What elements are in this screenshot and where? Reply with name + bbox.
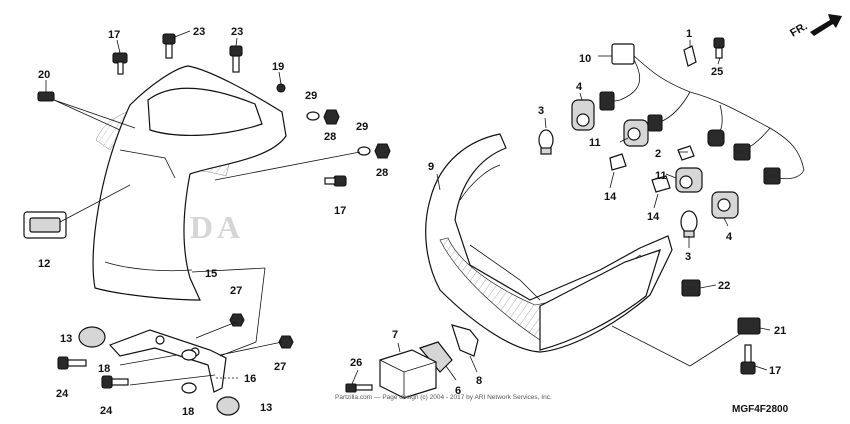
headlight-bulb-cover[interactable]	[451, 324, 479, 357]
screw-26	[345, 383, 373, 393]
collar-18a	[181, 349, 197, 361]
callout-2[interactable]: 2	[655, 148, 661, 160]
washer-29a	[306, 111, 320, 121]
callout-1[interactable]: 1	[686, 28, 692, 40]
bolt-23-left	[162, 33, 176, 59]
bulb-2[interactable]	[677, 145, 695, 161]
callout-20[interactable]: 20	[38, 69, 50, 81]
license-plate-light[interactable]	[23, 211, 67, 239]
washer-29b	[357, 146, 371, 156]
callout-17[interactable]: 17	[334, 205, 346, 217]
clip-1	[683, 45, 697, 67]
wire-harness[interactable]	[599, 43, 805, 185]
callout-15[interactable]: 15	[205, 268, 217, 280]
socket-11-top[interactable]	[623, 119, 649, 147]
clip-20	[37, 91, 55, 102]
callout-16[interactable]: 16	[244, 373, 256, 385]
headlight-housing[interactable]	[425, 133, 673, 353]
leader-lines-left	[45, 30, 361, 386]
bolt-24b	[101, 375, 129, 389]
collar-18b	[181, 382, 197, 394]
callout-27[interactable]: 27	[274, 361, 286, 373]
bulb-3-bottom[interactable]	[680, 210, 698, 238]
reflector-small[interactable]	[216, 396, 240, 416]
bulb-14-bottom[interactable]	[651, 175, 671, 193]
copyright-text: Partzilla.com — Page design (c) 2004 - 2…	[335, 394, 552, 401]
callout-23[interactable]: 23	[193, 26, 205, 38]
reflector-large[interactable]	[78, 326, 106, 348]
bolt-17-mid	[324, 175, 347, 187]
nut-28b	[374, 143, 391, 159]
callout-4[interactable]: 4	[576, 81, 583, 93]
callout-9[interactable]: 9	[428, 161, 434, 173]
bolt-23-right	[229, 45, 243, 73]
callout-14[interactable]: 14	[604, 191, 617, 203]
socket-4-bottom[interactable]	[711, 191, 739, 219]
callout-11[interactable]: 11	[589, 137, 601, 149]
callout-24[interactable]: 24	[56, 388, 69, 400]
callout-14[interactable]: 14	[647, 211, 660, 223]
callout-24[interactable]: 24	[100, 405, 113, 417]
callout-19[interactable]: 19	[272, 61, 284, 73]
callout-11[interactable]: 11	[655, 170, 667, 182]
nut-19	[276, 83, 286, 93]
callout-8[interactable]: 8	[476, 375, 482, 387]
callout-25[interactable]: 25	[711, 66, 723, 78]
screw-25	[713, 37, 725, 59]
callout-4[interactable]: 4	[726, 231, 733, 243]
bulb-3-top[interactable]	[538, 129, 554, 155]
callout-17[interactable]: 17	[108, 29, 120, 41]
socket-4-top[interactable]	[571, 99, 595, 131]
callout-27[interactable]: 27	[230, 285, 242, 297]
callout-17[interactable]: 17	[769, 365, 781, 377]
callout-7[interactable]: 7	[392, 329, 398, 341]
callout-22[interactable]: 22	[718, 280, 730, 292]
bulb-14-top[interactable]	[609, 153, 627, 171]
bolt-17-left	[112, 52, 128, 75]
callout-21[interactable]: 21	[774, 325, 786, 337]
callout-3[interactable]: 3	[538, 105, 544, 117]
bolt-17-right	[740, 344, 756, 375]
callout-10[interactable]: 10	[579, 53, 591, 65]
callout-28[interactable]: 28	[324, 131, 336, 143]
front-direction-arrow	[810, 14, 842, 36]
callout-29[interactable]: 29	[356, 121, 368, 133]
nut-27b	[278, 335, 294, 349]
callout-3[interactable]: 3	[685, 251, 691, 263]
callout-13[interactable]: 13	[260, 402, 272, 414]
nut-28a	[323, 109, 340, 125]
callout-12[interactable]: 12	[38, 258, 50, 270]
clip-21	[737, 317, 761, 335]
callout-28[interactable]: 28	[376, 167, 388, 179]
callout-23[interactable]: 23	[231, 26, 243, 38]
bolt-24a	[57, 356, 87, 370]
callout-numbers: 17 23 23 19 20 29 28 29 28 17 12 15 27 1…	[38, 26, 786, 418]
callout-6[interactable]: 6	[455, 385, 461, 397]
callout-18[interactable]: 18	[182, 406, 194, 418]
leader-lines-right	[351, 40, 771, 385]
callout-18[interactable]: 18	[98, 363, 110, 375]
callout-29[interactable]: 29	[305, 90, 317, 102]
callout-26[interactable]: 26	[350, 357, 362, 369]
nut-22	[681, 279, 701, 297]
socket-11-bottom[interactable]	[675, 167, 703, 193]
rear-fender[interactable]	[92, 65, 287, 301]
callout-13[interactable]: 13	[60, 333, 72, 345]
relay-unit[interactable]	[379, 349, 437, 399]
diagram-code: MGF4F2800	[732, 404, 789, 415]
nut-27a	[229, 313, 245, 327]
